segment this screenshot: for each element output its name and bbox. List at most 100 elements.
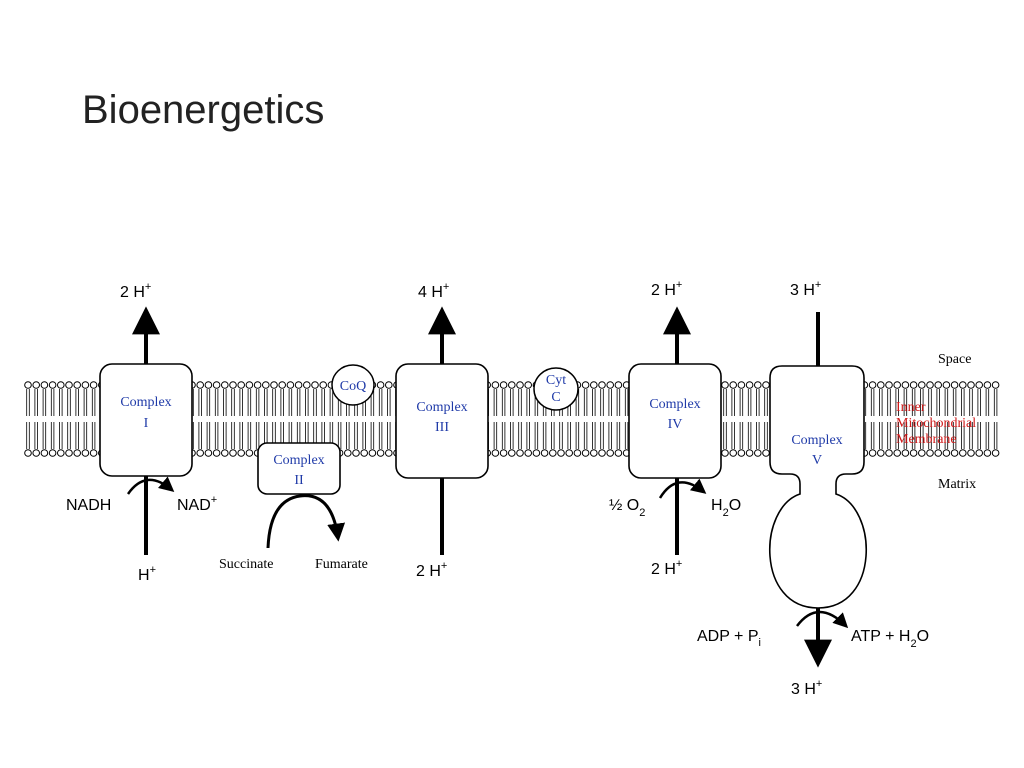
lipid-head bbox=[245, 449, 254, 457]
lipid-head bbox=[57, 449, 65, 457]
lipid-head bbox=[991, 449, 1000, 457]
lipid-head bbox=[606, 449, 615, 457]
lipid-head bbox=[877, 449, 885, 457]
cytc-label-line1: Cyt bbox=[546, 373, 566, 388]
lipid-head bbox=[204, 381, 213, 389]
lipid-head bbox=[885, 381, 893, 389]
complex-3-box bbox=[395, 363, 489, 479]
lipid-head bbox=[352, 449, 360, 457]
adp-label: ADP + Pi bbox=[697, 628, 761, 649]
lipid-head bbox=[557, 449, 565, 457]
lipid-head bbox=[540, 449, 549, 457]
lipid-head bbox=[967, 449, 975, 457]
lipid-head bbox=[89, 381, 98, 389]
c1-top-protons: 2 H+ bbox=[120, 281, 151, 301]
lipid-head bbox=[229, 449, 237, 457]
lipid-head bbox=[590, 381, 598, 389]
lipid-head bbox=[909, 381, 918, 389]
atp-label: ATP + H2O bbox=[851, 628, 929, 650]
lipid-head bbox=[754, 449, 762, 457]
lipid-head bbox=[942, 449, 951, 457]
lipid-head bbox=[196, 381, 204, 389]
lipid-head bbox=[754, 381, 762, 389]
lipid-head bbox=[745, 449, 754, 457]
lipid-head bbox=[360, 449, 369, 457]
c4-top-protons: 2 H+ bbox=[651, 279, 682, 299]
lipid-head bbox=[983, 381, 992, 389]
lipid-head bbox=[40, 449, 49, 457]
lipid-head bbox=[376, 381, 385, 389]
lipid-head bbox=[278, 381, 287, 389]
lipid-head bbox=[959, 449, 967, 457]
lipid-head bbox=[368, 449, 377, 457]
complex-4-numeral: IV bbox=[668, 417, 683, 432]
c1-bottom-protons: H+ bbox=[138, 564, 156, 584]
atp-reaction-arrow bbox=[796, 610, 849, 629]
lipid-head bbox=[918, 449, 926, 457]
h2o-label: H2O bbox=[711, 497, 741, 519]
lipid-head bbox=[737, 449, 746, 457]
succinate-reaction-arrow bbox=[266, 494, 346, 549]
lipid-head bbox=[959, 381, 967, 389]
lipid-head bbox=[942, 381, 951, 389]
lipid-head bbox=[926, 381, 934, 389]
lipid-head bbox=[24, 449, 32, 457]
lipid-head bbox=[229, 381, 237, 389]
lipid-head bbox=[270, 381, 278, 389]
lipid-head bbox=[614, 449, 623, 457]
lipid-head bbox=[499, 381, 508, 389]
complex-4-label: Complex bbox=[649, 397, 700, 412]
lipid-head bbox=[762, 381, 770, 389]
lipid-head bbox=[508, 449, 516, 457]
lipid-head bbox=[73, 381, 81, 389]
lipid-head bbox=[262, 381, 270, 389]
lipid-head bbox=[73, 449, 81, 457]
c5-top-protons: 3 H+ bbox=[790, 279, 821, 299]
lipid-head bbox=[221, 381, 229, 389]
lipid-head bbox=[237, 381, 245, 389]
proton-arrows bbox=[132, 306, 832, 668]
complex-5-atp-synthase bbox=[768, 365, 868, 609]
half-o2-label: ½ O2 bbox=[609, 497, 645, 519]
lipid-head bbox=[311, 381, 319, 389]
lipid-head bbox=[196, 449, 204, 457]
fumarate-label: Fumarate bbox=[315, 557, 368, 572]
lipid-head bbox=[212, 381, 221, 389]
complex-4-box bbox=[628, 363, 722, 479]
matrix-label: Matrix bbox=[938, 477, 976, 492]
membrane-label-line1: Inner bbox=[896, 400, 926, 415]
lipid-head bbox=[532, 449, 541, 457]
lipid-head bbox=[499, 449, 508, 457]
lipid-head bbox=[590, 449, 598, 457]
lipid-head bbox=[745, 381, 754, 389]
lipid-head bbox=[491, 381, 500, 389]
lipid-head bbox=[24, 381, 32, 389]
cytc-label-line2: C bbox=[551, 390, 560, 405]
lipid-head bbox=[212, 449, 221, 457]
nadh-label: NADH bbox=[66, 497, 111, 514]
lipid-head bbox=[991, 381, 1000, 389]
complex-5-numeral: V bbox=[812, 453, 822, 468]
lipid-head bbox=[524, 449, 533, 457]
nadh-reaction-arrow bbox=[126, 476, 175, 495]
lipid-head bbox=[934, 449, 943, 457]
lipid-head bbox=[32, 381, 41, 389]
nad-label: NAD+ bbox=[177, 494, 217, 514]
lipid-head bbox=[89, 449, 98, 457]
lipid-head bbox=[385, 381, 393, 389]
lipid-head bbox=[294, 381, 303, 389]
lipid-head bbox=[344, 449, 352, 457]
lipid-head bbox=[729, 381, 738, 389]
lipid-head bbox=[48, 449, 57, 457]
complex-1-box bbox=[99, 363, 193, 477]
lipid-head bbox=[918, 381, 926, 389]
c3-top-protons: 4 H+ bbox=[418, 281, 449, 301]
lipid-head bbox=[614, 381, 623, 389]
lipid-head bbox=[319, 381, 328, 389]
lipid-head bbox=[762, 449, 770, 457]
complex-5-label: Complex bbox=[791, 433, 842, 448]
lipid-head bbox=[893, 449, 902, 457]
lipid-head bbox=[303, 381, 311, 389]
lipid-head bbox=[81, 449, 90, 457]
lipid-head bbox=[549, 449, 557, 457]
